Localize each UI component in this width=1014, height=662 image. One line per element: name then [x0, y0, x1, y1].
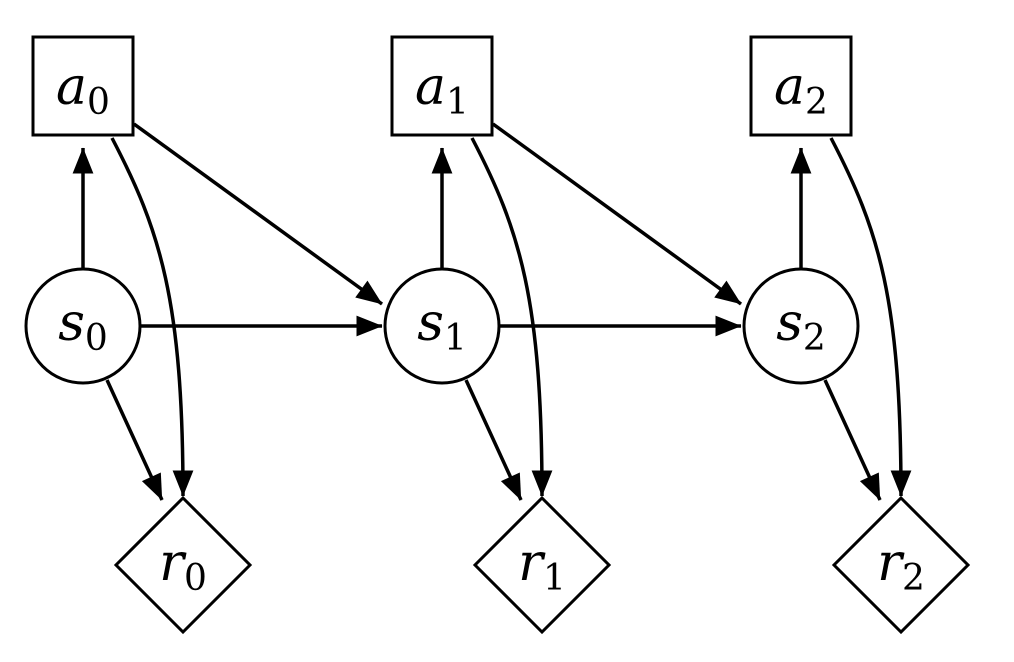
r2-symbol: r	[877, 533, 905, 593]
svg-text:r1: r1	[518, 533, 566, 599]
a1-subscript: 1	[446, 82, 469, 123]
edge-a0-s1	[132, 122, 384, 306]
svg-text:r2: r2	[877, 533, 925, 599]
reward-node-r1: r1	[472, 495, 612, 635]
edges	[72, 122, 912, 501]
svg-text:a1: a1	[415, 57, 469, 123]
action-node-a2: a2	[749, 35, 853, 137]
s1-subscript: 1	[444, 318, 467, 359]
a2-subscript: 2	[805, 82, 828, 123]
svg-text:a0: a0	[56, 57, 110, 123]
s0-symbol: s	[58, 293, 85, 353]
svg-text:s0: s0	[58, 293, 108, 359]
a1-symbol: a	[415, 57, 446, 117]
reward-node-r0: r0	[113, 495, 253, 635]
svg-text:s2: s2	[776, 293, 826, 359]
edge-a1-r1	[470, 137, 553, 497]
svg-text:r0: r0	[159, 533, 207, 599]
edge-s0-r0	[105, 379, 164, 501]
action-node-a0: a0	[31, 35, 135, 137]
action-node-a1: a1	[390, 35, 494, 137]
s0-subscript: 0	[85, 318, 108, 359]
state-node-s1: s1	[383, 267, 501, 385]
a2-symbol: a	[774, 57, 805, 117]
r1-subscript: 1	[543, 558, 566, 599]
svg-text:s1: s1	[417, 293, 467, 359]
s2-subscript: 2	[803, 318, 826, 359]
edge-a0-r0	[110, 137, 194, 497]
s2-symbol: s	[776, 293, 803, 353]
edge-a2-r2	[829, 137, 912, 497]
s1-symbol: s	[417, 293, 444, 353]
edge-a1-s2	[491, 122, 743, 306]
state-node-s2: s2	[742, 267, 860, 385]
svg-text:a2: a2	[774, 57, 828, 123]
r1-symbol: r	[518, 533, 546, 593]
r0-symbol: r	[159, 533, 187, 593]
r0-subscript: 0	[184, 558, 207, 599]
edge-s1-r1	[464, 379, 523, 501]
reward-node-r2: r2	[831, 495, 971, 635]
a0-subscript: 0	[87, 82, 110, 123]
edge-s2-r2	[823, 379, 882, 501]
a0-symbol: a	[56, 57, 87, 117]
state-node-s0: s0	[24, 267, 142, 385]
r2-subscript: 2	[902, 558, 925, 599]
